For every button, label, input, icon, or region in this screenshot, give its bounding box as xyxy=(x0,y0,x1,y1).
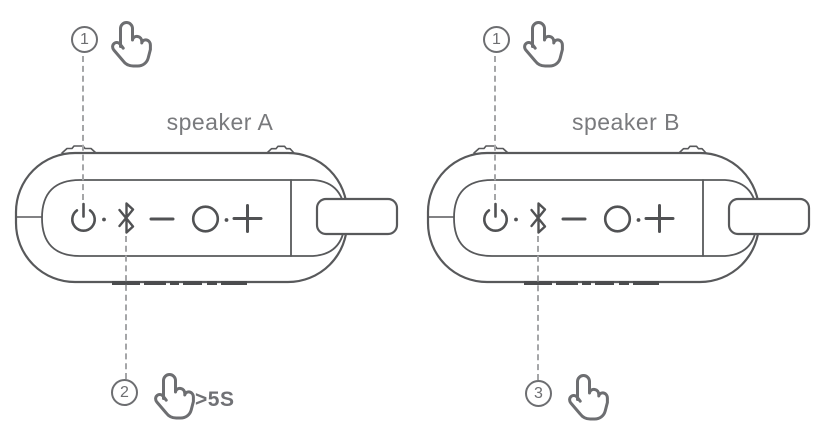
speaker-b-step3-badge: 3 xyxy=(525,380,552,407)
separator-dot xyxy=(514,217,518,222)
separator-dot xyxy=(102,217,106,222)
tap-hand-icon xyxy=(154,373,195,420)
speaker-b-step1-badge: 1 xyxy=(483,26,510,53)
hold-duration-label: >5S xyxy=(195,388,235,411)
speaker-b-strap xyxy=(727,197,811,236)
speaker-a-step1-badge: 1 xyxy=(71,26,98,53)
separator-dot xyxy=(224,218,229,222)
speaker-a-bluetooth-icon xyxy=(118,202,135,234)
speaker-a-control-panel xyxy=(41,179,346,257)
speaker-a-body xyxy=(14,151,349,284)
step-number: 2 xyxy=(120,383,129,401)
speaker-b-step1-leader-line xyxy=(494,56,496,200)
tap-hand-icon xyxy=(111,21,152,68)
speaker-a-buttons xyxy=(71,202,263,234)
speaker-b-bluetooth-icon xyxy=(530,202,547,234)
speaker-b-top-latch-left xyxy=(473,145,509,154)
speaker-a-step2-leader-line xyxy=(125,236,127,379)
speaker-a-illustration xyxy=(14,145,399,285)
speaker-a-multifunction-icon xyxy=(191,205,220,233)
speaker-b-body xyxy=(426,151,761,284)
speaker-b-power-icon xyxy=(483,202,508,232)
separator-dot xyxy=(636,218,641,222)
speaker-b-volume-up-icon xyxy=(644,204,675,233)
step-number: 3 xyxy=(534,384,543,402)
speaker-a-top-latch-left xyxy=(61,145,97,154)
speaker-b-control-panel xyxy=(453,179,758,257)
speaker-a-step2-badge: 2 xyxy=(111,379,138,406)
speaker-a-strap xyxy=(315,197,399,236)
speaker-b-illustration xyxy=(426,145,811,285)
speaker-a-label: speaker A xyxy=(166,109,274,135)
speaker-a-step1-leader-line xyxy=(82,56,84,200)
speaker-a-volume-up-icon xyxy=(232,204,263,233)
step-number: 1 xyxy=(492,30,501,48)
tap-hand-icon xyxy=(568,374,609,421)
speaker-b-label: speaker B xyxy=(571,109,681,135)
speaker-b-multifunction-icon xyxy=(603,205,632,233)
step-number: 1 xyxy=(80,30,89,48)
speaker-b-top-latch-right xyxy=(678,145,707,154)
speaker-a-top-latch-right xyxy=(266,145,295,154)
speaker-b-step3-leader-line xyxy=(537,236,539,380)
speaker-b-buttons xyxy=(483,202,675,234)
speaker-a-power-icon xyxy=(71,202,96,232)
tap-hand-icon xyxy=(523,21,564,68)
